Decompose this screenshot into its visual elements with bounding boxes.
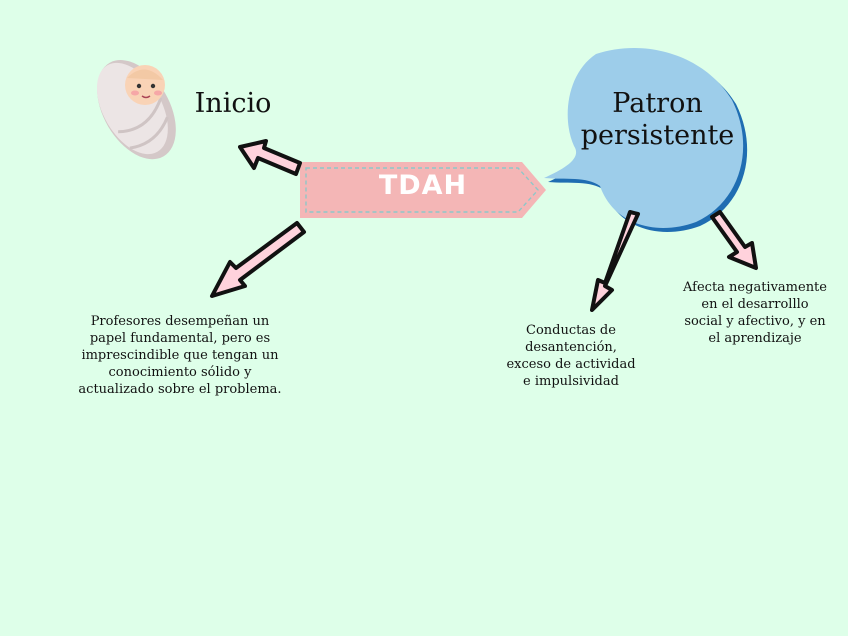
patron-title-line2: persistente: [580, 120, 735, 152]
text-line: Profesores desempeñan un: [90, 314, 270, 329]
text-line: papel fundamental, pero es: [89, 330, 271, 346]
conductas-text: Conductas de desantención, exceso de act…: [496, 323, 646, 391]
arrow-to-afecta: [710, 210, 758, 270]
tdah-node[interactable]: [300, 162, 546, 218]
text-line: e impulsividad: [523, 373, 619, 389]
profesores-text: Profesores desempeñan un papel fundament…: [60, 314, 300, 398]
patron-title-line1: Patron: [612, 88, 703, 119]
text-line: en el desarrolllo: [701, 296, 809, 312]
tdah-label: TDAH: [378, 170, 468, 201]
text-line: exceso de actividad: [506, 356, 636, 372]
text-line: el aprendizaje: [708, 330, 802, 346]
text-line: Afecta negativamente: [683, 280, 827, 295]
afecta-text: Afecta negativamente en el desarrolllo s…: [670, 280, 840, 348]
text-line: desantención,: [525, 339, 617, 355]
text-line: imprescindible que tengan un: [81, 347, 279, 363]
baby-icon: [96, 60, 176, 160]
patron-speech-bubble: [544, 47, 748, 232]
text-line: actualizado sobre el problema.: [78, 381, 282, 397]
text-line: social y afectivo, y en: [684, 313, 826, 329]
inicio-title: Inicio: [194, 88, 272, 119]
text-line: conocimiento sólido y: [108, 364, 252, 380]
text-line: Conductas de: [526, 323, 616, 338]
arrow-to-inicio: [238, 139, 302, 176]
arrow-to-conductas: [590, 210, 640, 312]
patron-title: Patron persistente: [565, 88, 750, 153]
arrow-to-profesores: [210, 221, 306, 298]
